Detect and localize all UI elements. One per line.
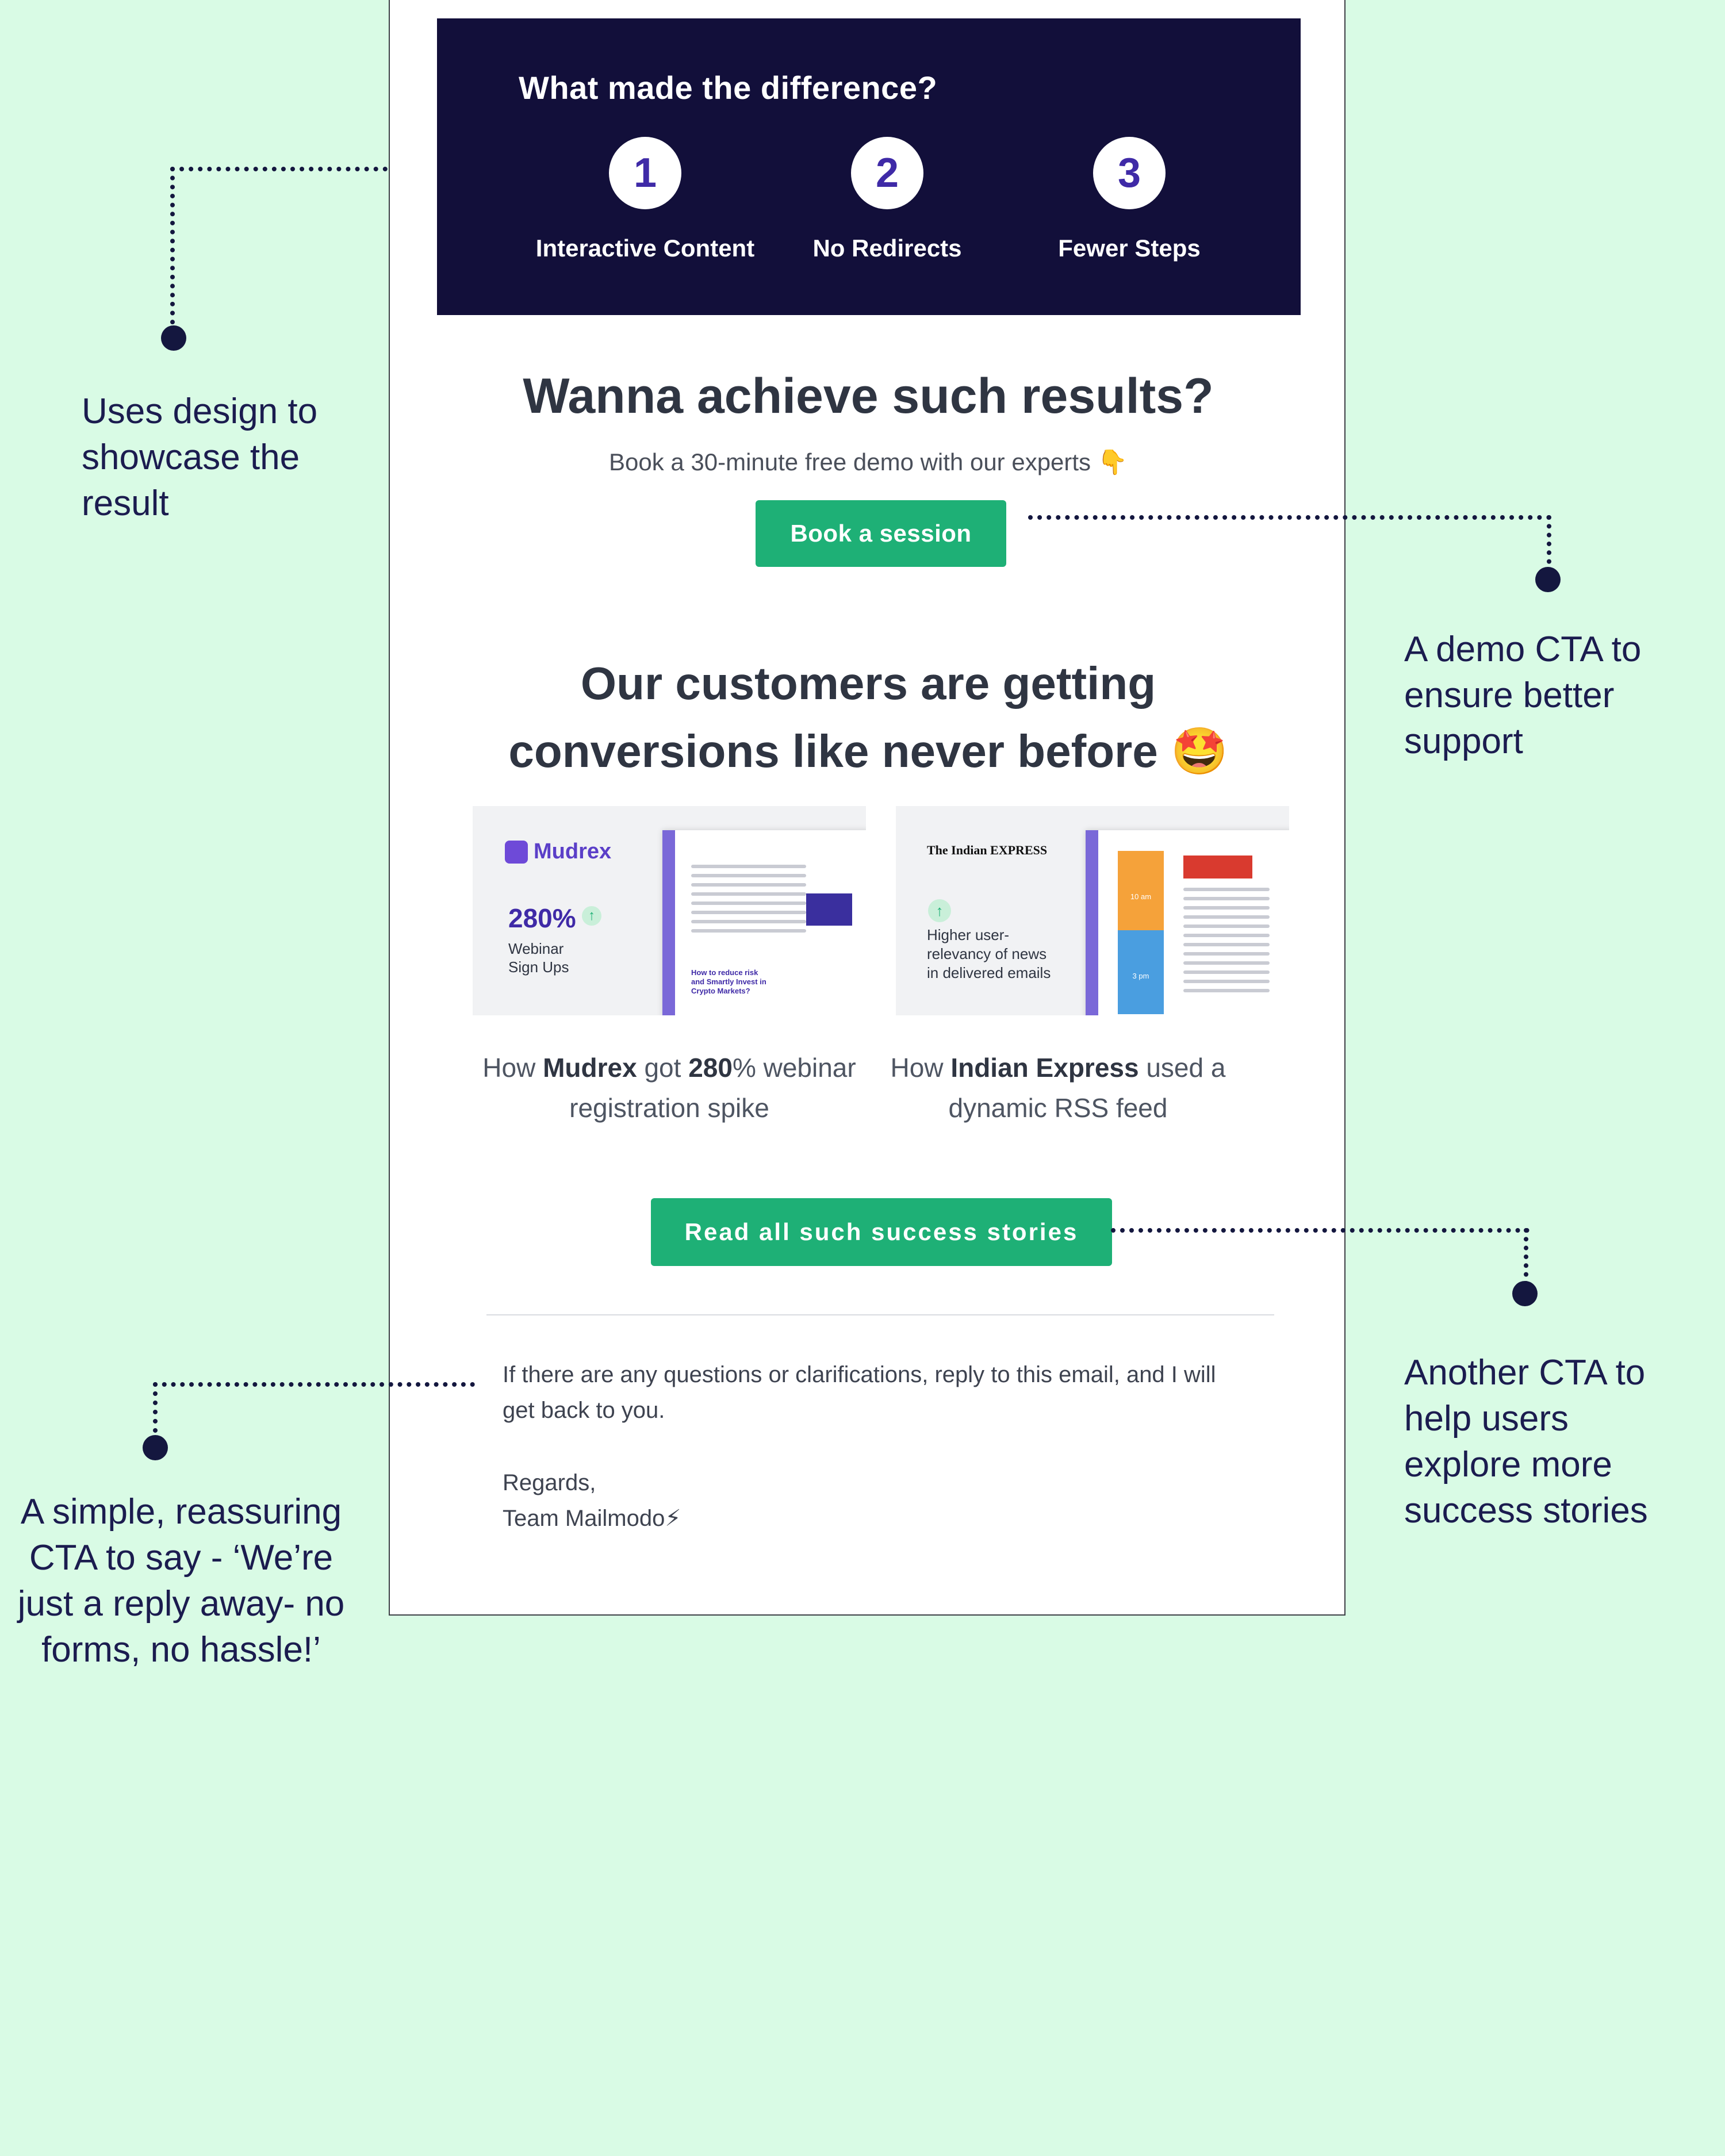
- demo-heading: Wanna achieve such results?: [523, 369, 1214, 424]
- case-study-caption-indian-express: How Indian Express used a dynamic RSS fe…: [885, 1048, 1230, 1128]
- customers-heading-line: Our customers are getting: [580, 658, 1156, 709]
- connector-line: [170, 167, 175, 333]
- step-2: 2 No Redirects: [766, 137, 1008, 262]
- customers-heading-line: conversions like never before 🤩: [508, 726, 1228, 777]
- step-1: 1 Interactive Content: [524, 137, 766, 262]
- annotation-design: Uses design to showcase the result: [82, 392, 318, 523]
- mockup-illustration: [806, 893, 852, 926]
- annotation-stories-cta: Another CTA to help users explore more s…: [1404, 1353, 1648, 1530]
- caption-brand: Indian Express: [950, 1053, 1139, 1083]
- card-brand: Mudrex: [534, 839, 612, 864]
- mockup-text-lines: [691, 865, 806, 938]
- connector-line: [1524, 1228, 1528, 1286]
- connector-line: [153, 1382, 158, 1451]
- card-brand: The Indian EXPRESS: [927, 843, 1048, 857]
- card-stat: 280%: [508, 903, 576, 933]
- book-session-button[interactable]: Book a session: [756, 500, 1006, 567]
- stat-label-line: relevancy of news: [927, 945, 1047, 962]
- news-banner: [1183, 856, 1252, 878]
- case-study-card-indian-express[interactable]: The Indian EXPRESS ↑ Higher user- releva…: [896, 806, 1289, 1015]
- stat-label-line: Higher user-: [927, 926, 1010, 943]
- regards-text: Regards,: [503, 1470, 596, 1495]
- step-number-badge: 2: [851, 137, 923, 209]
- closing-text: If there are any questions or clarificat…: [503, 1362, 1216, 1423]
- email-mockup-thumbnail: How to reduce risk and Smartly Invest in…: [662, 830, 866, 1015]
- arrow-up-icon: ↑: [582, 906, 601, 926]
- stat-label-line: in delivered emails: [927, 964, 1051, 981]
- caption-text: How: [482, 1053, 543, 1083]
- connector-dot: [143, 1435, 168, 1460]
- difference-title: What made the difference?: [519, 70, 938, 106]
- caption-brand: Mudrex: [543, 1053, 637, 1083]
- connector-line: [153, 1382, 475, 1387]
- mockup-title: How to reduce risk and Smartly Invest in…: [691, 968, 766, 995]
- stat-label-line: Webinar: [508, 940, 564, 957]
- connector-line: [1547, 515, 1551, 573]
- signature-text: Team Mailmodo⚡: [503, 1506, 681, 1531]
- connector-line: [170, 167, 388, 171]
- connector-dot: [161, 325, 186, 351]
- caption-text: used a dynamic RSS feed: [948, 1053, 1226, 1123]
- annotation-demo-cta: A demo CTA to ensure better support: [1404, 630, 1642, 761]
- connector-dot: [1512, 1281, 1538, 1306]
- email-preview: What made the difference? 1 Interactive …: [389, 0, 1346, 1616]
- step-label: Fewer Steps: [1058, 235, 1201, 262]
- caption-text: got: [637, 1053, 689, 1083]
- arrow-up-icon: ↑: [928, 899, 951, 922]
- difference-panel: What made the difference? 1 Interactive …: [437, 18, 1301, 315]
- step-number-badge: 1: [609, 137, 681, 209]
- case-study-caption-mudrex: How Mudrex got 280% webinar registration…: [462, 1048, 876, 1128]
- step-3: 3 Fewer Steps: [1009, 137, 1250, 262]
- caption-text: % webinar registration spike: [569, 1053, 856, 1123]
- step-label: No Redirects: [812, 235, 962, 262]
- step-label: Interactive Content: [535, 235, 755, 262]
- case-study-card-mudrex[interactable]: Mudrex 280% ↑ Webinar Sign Ups How to re…: [473, 806, 866, 1015]
- divider: [486, 1314, 1274, 1315]
- mockup-sidebar: [1086, 830, 1098, 1015]
- mockup-text-lines: [1183, 888, 1270, 998]
- closing-message: If there are any questions or clarificat…: [503, 1357, 1227, 1536]
- morning-time-slot: 10 am: [1118, 851, 1164, 930]
- read-success-stories-button[interactable]: Read all such success stories: [651, 1198, 1112, 1266]
- connector-dot: [1535, 567, 1561, 592]
- connector-line: [1111, 1228, 1529, 1233]
- card-stat-label: Webinar Sign Ups: [508, 939, 569, 976]
- afternoon-time-slot: 3 pm: [1118, 930, 1164, 1014]
- card-stat-label: Higher user- relevancy of news in delive…: [927, 926, 1051, 983]
- stat-label-line: Sign Ups: [508, 958, 569, 976]
- mudrex-logo-icon: [505, 841, 528, 864]
- mockup-sidebar: [662, 830, 675, 1015]
- annotation-reply-cta: A simple, reassuring CTA to say - ‘We’re…: [17, 1492, 345, 1670]
- connector-line: [1028, 515, 1551, 520]
- caption-text: How: [890, 1053, 951, 1083]
- email-mockup-thumbnail: 10 am 3 pm: [1086, 830, 1289, 1015]
- step-number-badge: 3: [1093, 137, 1166, 209]
- customers-heading: Our customers are getting conversions li…: [482, 650, 1255, 785]
- caption-stat: 280: [688, 1053, 733, 1083]
- demo-subtitle: Book a 30-minute free demo with our expe…: [608, 448, 1128, 475]
